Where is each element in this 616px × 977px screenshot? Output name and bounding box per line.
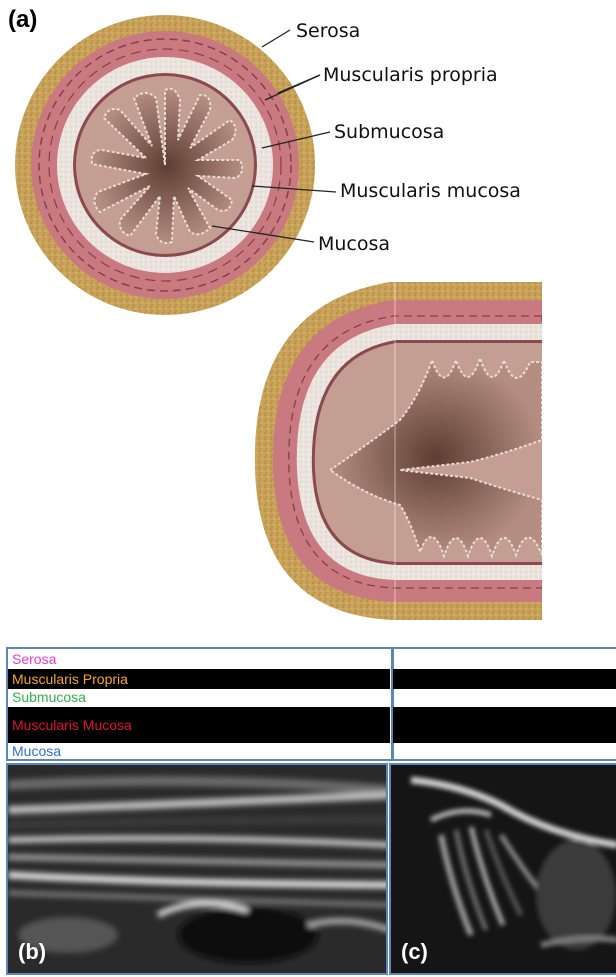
ultrasound-panel-c: (c) <box>389 763 616 975</box>
annotation-mucosa: Mucosa <box>318 233 390 255</box>
ultrasound-panel-b: (b) <box>6 763 388 975</box>
legend-label-serosa: Serosa <box>12 651 56 667</box>
legend-label-mucosa: Mucosa <box>12 743 61 759</box>
legend-label-muscularis-mucosa: Muscularis Mucosa <box>12 717 132 733</box>
legend-row-mucosa: Mucosa <box>8 743 390 759</box>
legend-label-submucosa: Submucosa <box>12 689 86 705</box>
tube-cutaway <box>255 282 542 620</box>
panel-c-label: (c) <box>401 939 428 965</box>
annotation-serosa: Serosa <box>296 20 360 42</box>
annotation-submucosa: Submucosa <box>334 121 444 143</box>
layer-legend: Serosa Muscularis Propria Submucosa Musc… <box>6 647 616 761</box>
ultrasound-image-b <box>8 765 388 975</box>
legend-row-muscularis-propria: Muscularis Propria <box>8 669 390 689</box>
legend-label-muscularis-propria: Muscularis Propria <box>12 671 128 687</box>
annotation-muscularis-propria: Muscularis propria <box>323 64 498 86</box>
legend-row-serosa: Serosa <box>8 651 390 669</box>
legend-right-band-1 <box>393 669 616 689</box>
annotation-muscularis-mucosa: Muscularis mucosa <box>340 180 521 202</box>
legend-row-muscularis-mucosa: Muscularis Mucosa <box>8 707 390 743</box>
legend-row-submucosa: Submucosa <box>8 689 390 707</box>
panel-b-label: (b) <box>18 939 46 965</box>
intestine-diagram <box>0 0 616 640</box>
cross-section <box>15 15 315 315</box>
legend-right-band-2 <box>393 707 616 743</box>
